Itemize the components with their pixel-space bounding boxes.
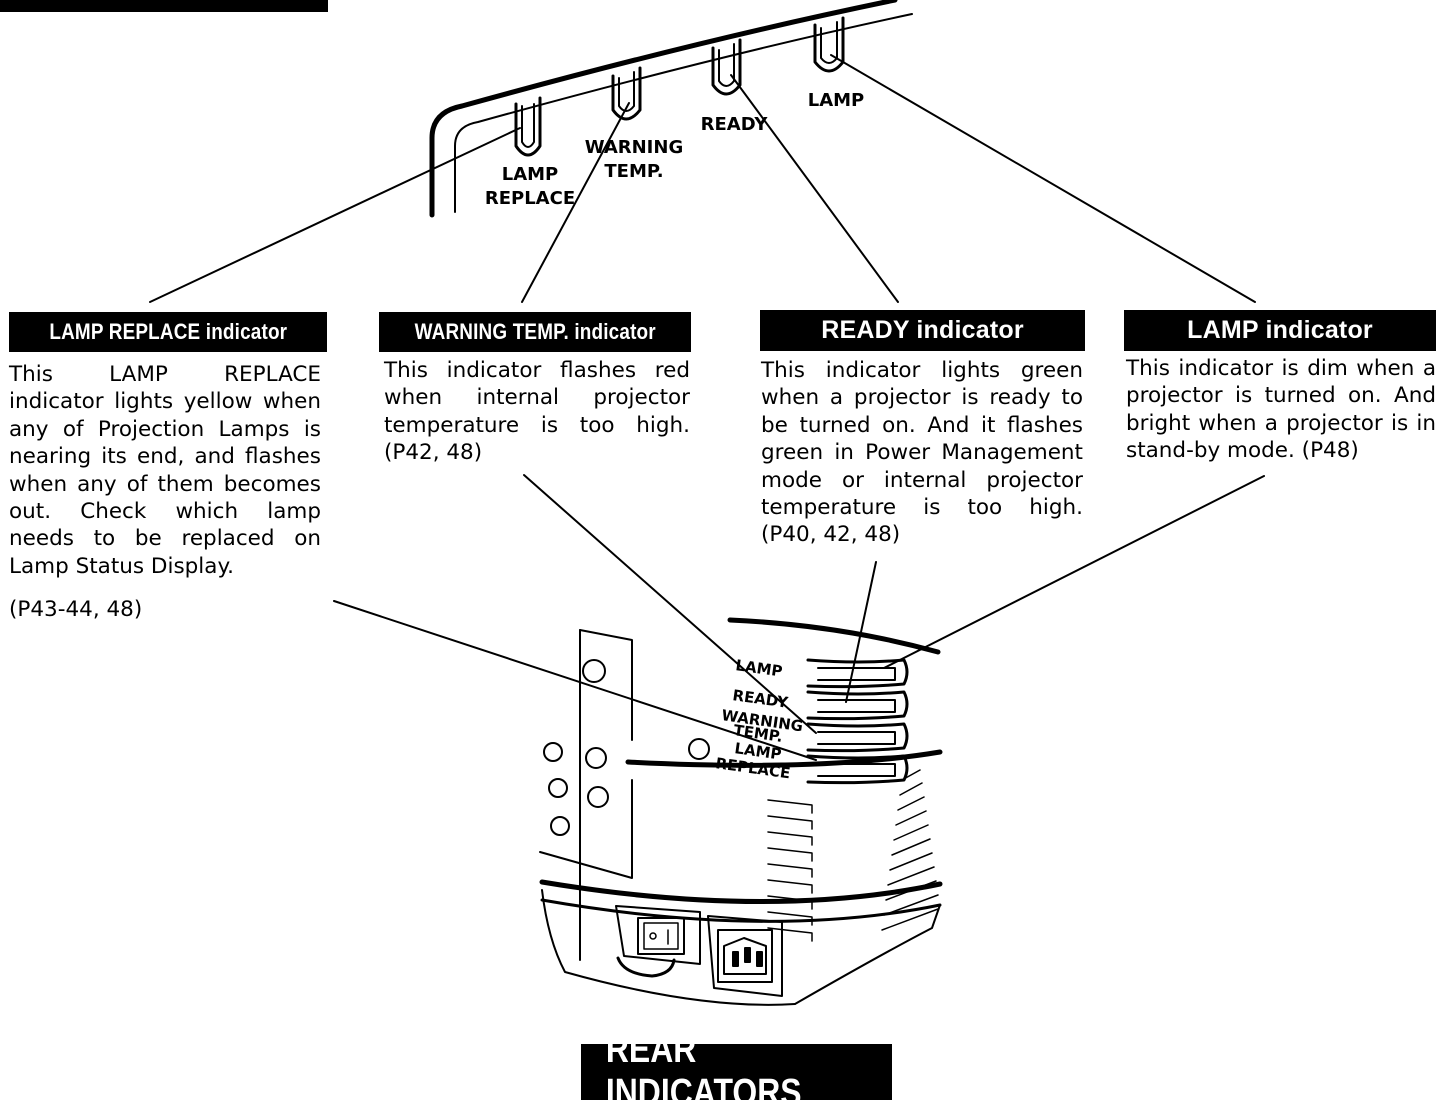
rear-indicator-slots <box>806 658 909 785</box>
indicator-slot-lamp-top <box>813 16 845 73</box>
rear-buttons <box>543 659 710 836</box>
top-labels: LAMP REPLACE WARNING TEMP. READY LAMP <box>485 90 864 209</box>
top-panel <box>429 0 913 218</box>
ready-description: This indicator lights green when a proje… <box>761 358 1083 548</box>
lamp-replace-description: This LAMP REPLACE indicator lights yello… <box>9 362 321 579</box>
indicator-slot-lamp-replace-top <box>514 96 542 157</box>
lamp-replace-heading: LAMP REPLACE indicator <box>9 312 327 352</box>
power-switch <box>615 905 701 965</box>
ac-inlet <box>707 915 783 997</box>
rear-label-lamp: LAMP <box>734 656 783 680</box>
top-label-warning-1: WARNING <box>585 137 683 158</box>
projector-rear <box>539 617 943 1006</box>
top-label-lamp-replace-2: REPLACE <box>485 188 575 209</box>
lamp-description: This indicator is dim when a projector i… <box>1126 356 1436 464</box>
page-title: REAR INDICATORS <box>581 1029 892 1114</box>
top-label-lamp-replace-1: LAMP <box>502 164 559 185</box>
top-label-ready: READY <box>701 114 769 135</box>
lamp-heading: LAMP indicator <box>1124 310 1436 351</box>
warning-temp-heading: WARNING TEMP. indicator <box>379 312 691 352</box>
top-label-lamp: LAMP <box>808 90 865 111</box>
top-label-warning-2: TEMP. <box>604 161 663 182</box>
indicator-slot-ready-top <box>711 38 742 96</box>
rear-vents <box>767 769 939 942</box>
leader-lines <box>149 54 1265 761</box>
indicator-slot-warning-top <box>611 66 642 121</box>
ready-heading: READY indicator <box>760 310 1085 351</box>
lamp-replace-reference: (P43-44, 48) <box>9 597 143 622</box>
rear-labels: LAMP READY WARNING TEMP. LAMP REPLACE <box>714 656 804 782</box>
warning-temp-description: This indicator flashes red when internal… <box>384 358 690 466</box>
corner-tab <box>0 0 328 12</box>
